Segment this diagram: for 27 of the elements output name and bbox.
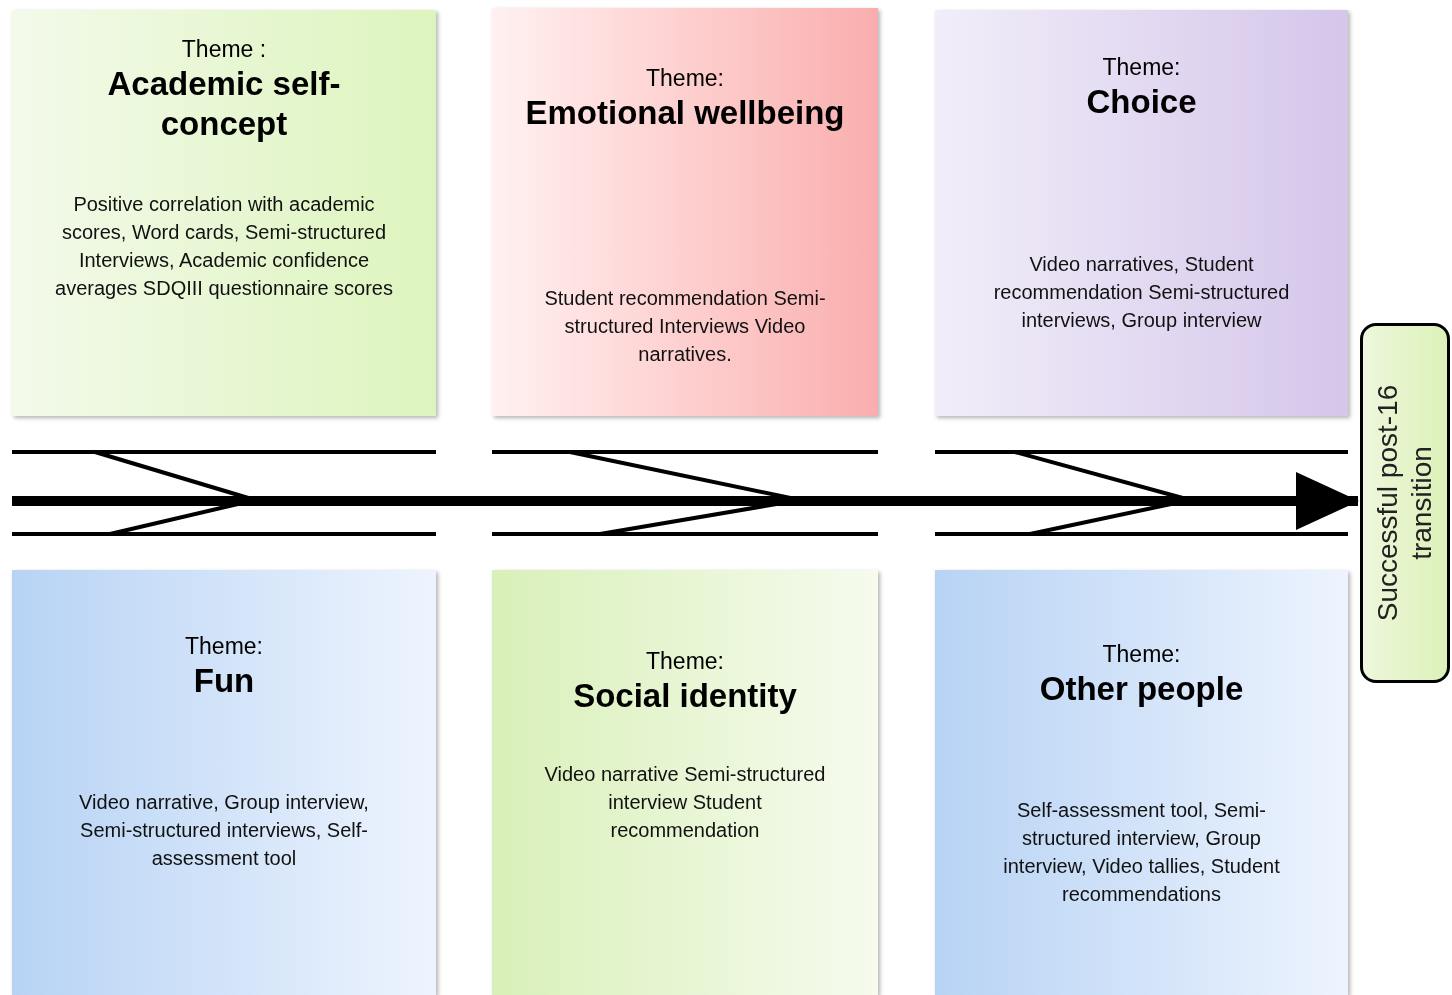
theme-label: Theme: <box>1102 53 1181 82</box>
theme-label: Theme : <box>181 35 267 64</box>
theme-title: Choice <box>1085 82 1198 122</box>
theme-title: Social identity <box>572 676 798 716</box>
theme-label: Theme: <box>646 647 724 676</box>
theme-label: Theme: <box>185 632 263 661</box>
outcome-label: Successful post-16 transition <box>1371 383 1438 624</box>
theme-label: Theme: <box>1102 640 1181 669</box>
theme-box <box>935 10 1348 416</box>
theme-box <box>492 8 878 416</box>
method-list: Video narratives, Student recommendation Semi-structured interviews, Group interview <box>991 250 1292 334</box>
theme-box <box>492 570 878 995</box>
method-list: Self-assessment tool, Semi-structured interview, Group interview, Video tallies, Student recommendations <box>991 796 1292 908</box>
theme-title: Emotional wellbeing <box>524 93 846 133</box>
method-list: Positive correlation with academic scores, Word cards, Semi-structured Interviews, Academic confidence averages SDQIII questionnaire scores <box>39 190 409 302</box>
theme-box <box>12 10 436 416</box>
method-list: Video narrative Semi-structured interview Student recommendation <box>540 760 830 844</box>
theme-title: Other people <box>1038 669 1245 709</box>
method-list: Student recommendation Semi- structured Interviews Video narratives. <box>535 284 835 368</box>
theme-title: Fun <box>192 661 256 701</box>
theme-title: Academic self-concept <box>106 64 342 144</box>
arrow <box>12 472 1359 530</box>
method-list: Video narrative, Group interview, Semi-structured interviews, Self-assessment tool <box>74 788 374 872</box>
theme-box <box>12 570 436 995</box>
outcome-box <box>1360 323 1450 683</box>
theme-label: Theme: <box>646 64 724 93</box>
theme-box <box>935 570 1348 995</box>
